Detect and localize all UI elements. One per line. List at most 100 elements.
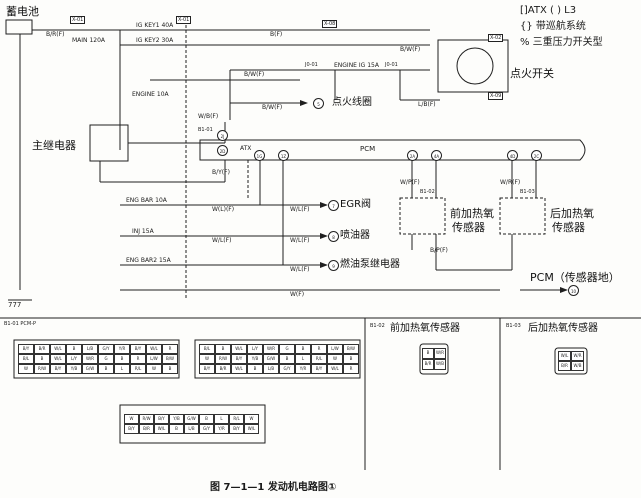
ignition-coil-label: 点火线圈 — [332, 97, 372, 108]
wire-wb: W/B(F) — [198, 113, 219, 120]
pcm-plug-left-cell: R/L — [130, 364, 146, 374]
connector-b102: B1-02 — [420, 189, 435, 195]
pcm-plug-right-cell: B/L — [199, 344, 215, 354]
pcm-plug-left-cell: B/Y — [50, 364, 66, 374]
fuse-main: MAIN 120A — [72, 37, 106, 44]
pcm-pin-1z: 1Z — [278, 150, 289, 161]
fuse-eng-bar: ENG BAR 10A — [126, 197, 167, 204]
connector-x09: X-09 — [488, 92, 504, 100]
fuel-pump-relay-label: 燃油泵继电器 — [340, 259, 400, 270]
pcm-ground-label: PCM（传感器地） — [530, 271, 620, 284]
rear-o2-connector-outline — [554, 347, 588, 375]
pcm-plug-bottom-cell: B/Y — [229, 424, 244, 434]
wire-b: B(F) — [270, 31, 283, 38]
pcm-plug-left-cell: B — [162, 364, 178, 374]
pcm-plug-right-cell: G — [279, 344, 295, 354]
egr-valve-label: EGR阀 — [340, 199, 372, 210]
connector-x01b: X-01 — [176, 16, 192, 24]
pcm-plug-bottom-cell: Y/B — [169, 414, 184, 424]
pcm-plug-right-cell: W — [199, 354, 215, 364]
pcm-plug-right-cell: B/R — [215, 364, 231, 374]
pcm-plug-right-cell: R — [311, 344, 327, 354]
pcm-plug-right-cell: B/W — [343, 344, 359, 354]
pcm-plug-left-cell: W — [146, 364, 162, 374]
wire-wl5: W/L(F) — [290, 266, 310, 273]
pcm-plug-left-cell: B/W — [162, 354, 178, 364]
pcm-plug-bottom-cell: L/B — [184, 424, 199, 434]
main-relay-box — [89, 124, 129, 162]
pcm-plug-right-cell: B — [247, 364, 263, 374]
pcm-plug-bottom-cell: W/L — [154, 424, 169, 434]
pcm-plug-right-cell: R/L — [311, 354, 327, 364]
pcm-plug-bottom-cell: G/Y — [199, 424, 214, 434]
pcm-plug-right-cell: L/B — [263, 364, 279, 374]
wire-wf: W(F) — [290, 291, 305, 298]
pcm-plug-left-cell: L/W — [146, 354, 162, 364]
pcm-pin-2j: 2J — [217, 130, 228, 141]
battery-box — [5, 19, 33, 35]
pcm-plug-right-cell: B — [343, 354, 359, 364]
front-o2-connector-cell: W/R — [434, 348, 446, 359]
front-o2-connector-cell: B/R — [422, 359, 434, 370]
wire-wp: W/P(F) — [400, 179, 420, 186]
pcm-pin-1g: 1G — [254, 150, 265, 161]
pcm-plug-left-cell: B/Y — [18, 344, 34, 354]
dest-8: 8 — [328, 231, 339, 242]
pcm-plug-bottom-cell: B/Y — [124, 424, 139, 434]
wire-br: B/R(F) — [46, 31, 65, 38]
pcm-plug-right-cell: W/L — [231, 344, 247, 354]
pcm-plug-right-cell: L — [295, 354, 311, 364]
pcm-plug-left-cell: L/Y — [66, 354, 82, 364]
pcm-plug-left-cell: B — [34, 354, 50, 364]
pcm-plug-left-cell: R — [162, 344, 178, 354]
rear-o2-connector-cell: B/R — [558, 361, 571, 371]
connector-x02: X-02 — [488, 34, 504, 42]
pcm-ground-arrow — [560, 287, 568, 293]
pcm-plug-left-cell: G/Y — [98, 344, 114, 354]
ignition-switch-dial — [456, 47, 494, 85]
rear-o2-label-2: 传感器 — [552, 221, 585, 234]
pcm-label: PCM — [360, 145, 376, 153]
wire-bp: B/P(F) — [430, 247, 448, 254]
pcm-plug-left — [13, 339, 180, 379]
pcm-plug-right-cell: B/Y — [231, 354, 247, 364]
atx-label: ATX — [240, 145, 252, 152]
wire-bw: B/W(F) — [400, 46, 421, 53]
pcm-plug-left-cell: L/B — [82, 344, 98, 354]
rear-o2-connector-label: 后加热氧传感器 — [528, 323, 598, 334]
pcm-pin-4d: 4D — [507, 150, 518, 161]
fuse-ig-key2: IG KEY2 30A — [136, 37, 174, 44]
pcm-plug-left-cell: Y/R — [114, 344, 130, 354]
pcm-plug-right-cell: W/L — [327, 364, 343, 374]
front-o2-label-2: 传感器 — [452, 221, 485, 234]
wire-wl3: W/L(F) — [212, 237, 232, 244]
pcm-pin-2d: 2D — [217, 145, 228, 156]
figure-caption: 图 7—1—1 发动机电路图① — [210, 482, 337, 493]
front-o2-sensor-box — [399, 197, 446, 235]
pcm-plug-right-cell: B/Y — [311, 364, 327, 374]
pcm-plug-left-cell: G/W — [82, 364, 98, 374]
pcm-plug-left-cell: G — [98, 354, 114, 364]
wire-bw2: B/W(F) — [244, 71, 265, 78]
pcm-plug-bottom-cell: B/Y — [154, 414, 169, 424]
pcm-plug-right-cell: W/R — [263, 344, 279, 354]
pcm-plug-left-cell: W/R — [82, 354, 98, 364]
rear-o2-sensor-box — [499, 197, 546, 235]
pcm-plug-right-cell: B/Y — [199, 364, 215, 374]
pcm-plug-left-cell: B/R — [34, 344, 50, 354]
wire-wr: W/R(F) — [500, 179, 521, 186]
front-o2-connector-cell: B — [422, 348, 434, 359]
egr-arrow — [320, 202, 328, 208]
rear-o2-connector-cell: W/B — [571, 361, 584, 371]
pcm-plug-right-cell: Y/R — [295, 364, 311, 374]
pcm-plug-left-cell: W/L — [146, 344, 162, 354]
pcm-plug-right-cell: R — [343, 364, 359, 374]
pcm-pin-2a: 2A — [407, 150, 418, 161]
pcm-plug-bottom-cell: B — [199, 414, 214, 424]
pcm-plug-bottom — [119, 404, 266, 444]
pcm-pin-2c: 2C — [531, 150, 542, 161]
pcm-plug-right — [194, 339, 361, 379]
pcm-plug-right-cell: B — [215, 344, 231, 354]
wire-bw3: B/W(F) — [262, 104, 283, 111]
